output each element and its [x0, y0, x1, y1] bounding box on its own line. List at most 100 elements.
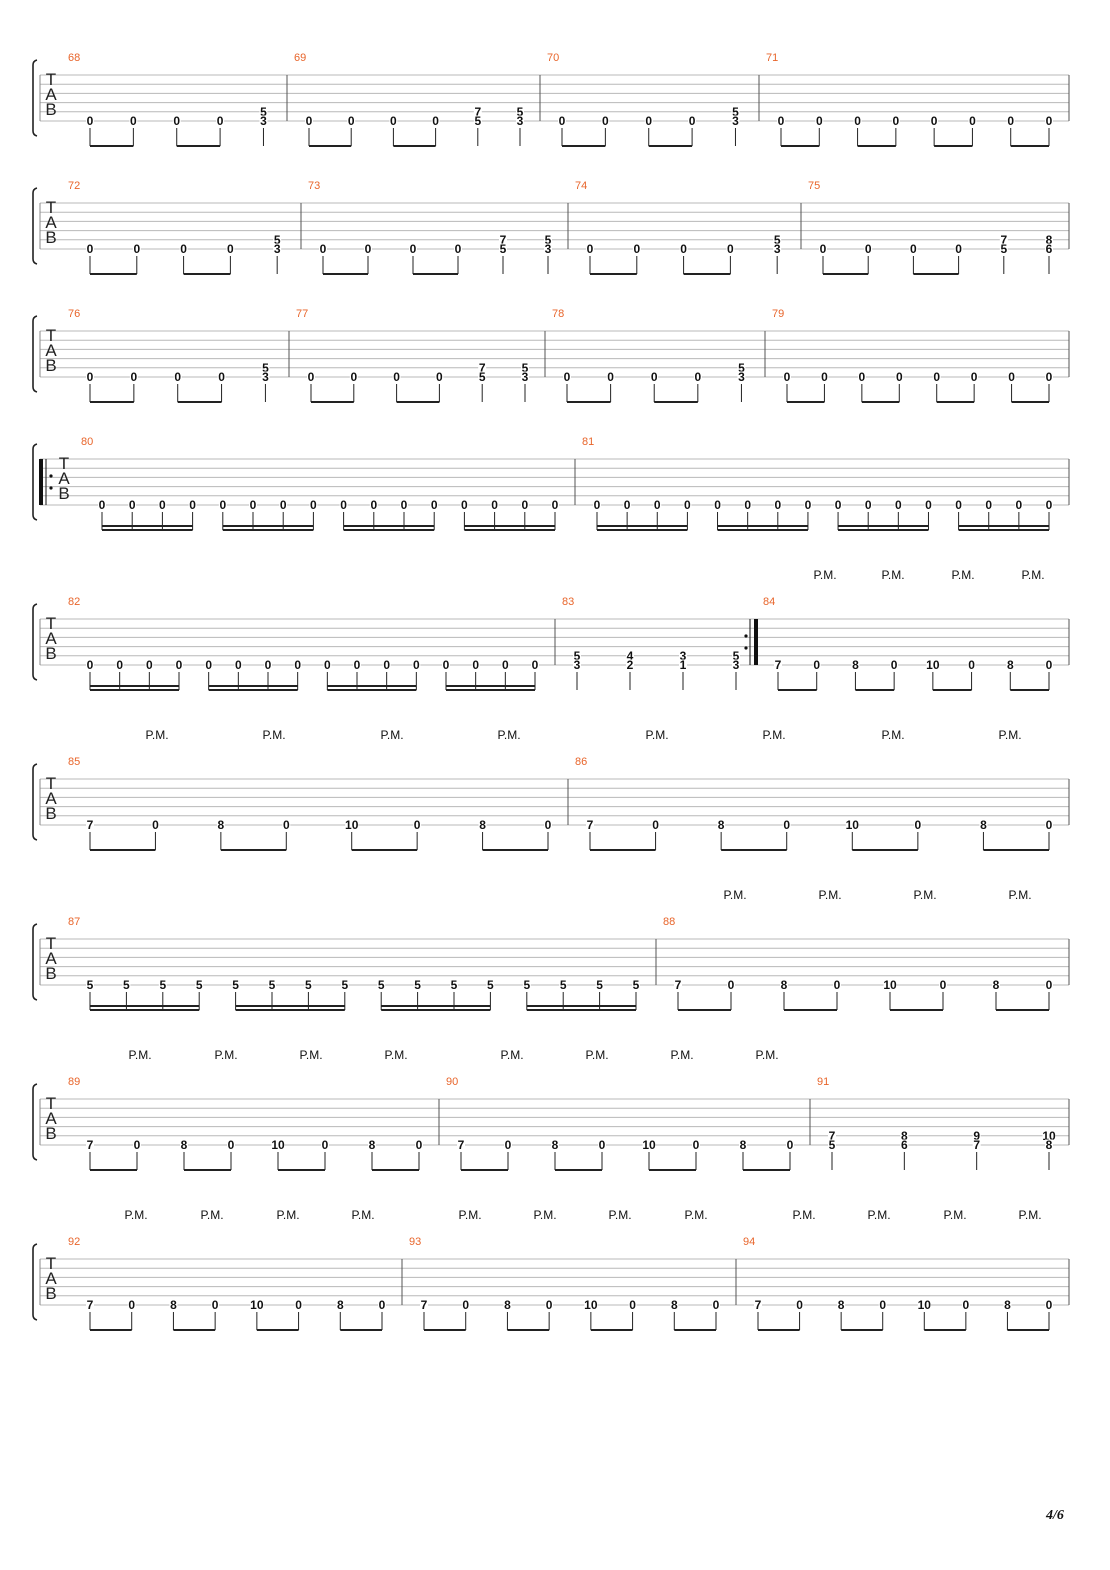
fret-number: 8 — [504, 1298, 511, 1312]
fret-backdrop — [895, 371, 904, 383]
fret-backdrop — [490, 499, 499, 511]
fret-number: 0 — [796, 1298, 803, 1312]
fret-number: 10 — [345, 818, 359, 832]
tab-clef-letter: A — [45, 949, 57, 968]
fret-backdrop — [259, 115, 268, 127]
fret-number: 8 — [838, 1298, 845, 1312]
repeat-dot — [744, 646, 748, 650]
fret-backdrop — [726, 243, 735, 255]
fret-backdrop — [129, 371, 138, 383]
fret-number: 3 — [274, 242, 281, 256]
fret-backdrop — [173, 371, 182, 383]
fret-backdrop — [340, 979, 349, 991]
fret-number: 10 — [271, 1138, 285, 1152]
fret-number: 0 — [379, 1298, 386, 1312]
fret-number: 8 — [170, 1298, 177, 1312]
fret-number: 0 — [383, 658, 390, 672]
tab-clef-letter: A — [45, 629, 57, 648]
fret-backdrop — [688, 115, 697, 127]
fret-backdrop — [211, 1299, 220, 1311]
fret-backdrop — [268, 979, 276, 991]
fret-number: 5 — [633, 978, 640, 992]
fret-number: 8 — [718, 818, 725, 832]
measure-number: 72 — [68, 180, 80, 192]
fret-backdrop — [558, 115, 566, 127]
fret-backdrop — [321, 1139, 329, 1151]
measure-number: 81 — [582, 436, 594, 448]
fret-backdrop — [601, 115, 610, 127]
fret-backdrop — [86, 371, 94, 383]
fret-backdrop — [249, 499, 257, 511]
fret-backdrop — [972, 1130, 981, 1142]
palm-mute-label: P.M. — [943, 1208, 966, 1222]
fret-backdrop — [261, 362, 270, 374]
fret-number: 0 — [87, 242, 94, 256]
fret-number: 0 — [306, 114, 313, 128]
fret-number: 8 — [1046, 233, 1053, 247]
fret-number: 0 — [552, 498, 559, 512]
fret-number: 5 — [341, 978, 348, 992]
fret-number: 0 — [116, 658, 123, 672]
palm-mute-label: P.M. — [1018, 1208, 1041, 1222]
fret-backdrop — [628, 1299, 637, 1311]
repeat-dot — [744, 634, 748, 638]
fret-backdrop — [803, 499, 812, 511]
fret-number: 0 — [354, 658, 361, 672]
fret-backdrop — [86, 659, 94, 671]
fret-number: 5 — [260, 105, 267, 119]
fret-backdrop — [1007, 371, 1016, 383]
fret-backdrop — [471, 659, 480, 671]
palm-mute-label: P.M. — [881, 728, 904, 742]
fret-number: 0 — [774, 498, 781, 512]
fret-backdrop — [158, 979, 167, 991]
fret-backdrop — [431, 115, 440, 127]
fret-number: 7 — [587, 818, 594, 832]
fret-number: 10 — [846, 818, 860, 832]
fret-backdrop — [473, 106, 482, 118]
fret-number: 10 — [250, 1298, 264, 1312]
palm-mute-label: P.M. — [145, 728, 168, 742]
fret-backdrop — [559, 979, 568, 991]
fret-number: 8 — [980, 818, 987, 832]
tab-clef-letter: T — [46, 934, 56, 953]
system-bracket — [32, 187, 38, 265]
system-bracket — [32, 59, 38, 137]
fret-number: 0 — [915, 818, 922, 832]
fret-backdrop — [1006, 659, 1015, 671]
fret-backdrop — [304, 979, 313, 991]
fret-number: 5 — [262, 361, 269, 375]
fret-number: 3 — [522, 370, 529, 384]
fret-number: 0 — [455, 242, 462, 256]
fret-backdrop — [368, 1139, 376, 1151]
fret-number: 0 — [413, 658, 420, 672]
fret-number: 0 — [308, 370, 315, 384]
page-number: 4/6 — [1046, 1508, 1064, 1523]
fret-number: 0 — [728, 978, 735, 992]
fret-number: 0 — [783, 818, 790, 832]
measure-number: 70 — [547, 52, 559, 64]
fret-backdrop — [227, 1139, 235, 1151]
fret-number: 0 — [350, 370, 357, 384]
fret-backdrop — [819, 243, 827, 255]
fret-backdrop — [828, 1130, 836, 1142]
fret-backdrop — [786, 1139, 794, 1151]
fret-backdrop — [1014, 499, 1023, 511]
fret-number: 0 — [969, 114, 976, 128]
palm-mute-label: P.M. — [124, 1208, 147, 1222]
fret-number: 0 — [521, 498, 528, 512]
fret-number: 0 — [265, 658, 272, 672]
fret-backdrop — [970, 371, 979, 383]
fret-number: 0 — [893, 114, 900, 128]
fret-backdrop — [845, 819, 859, 831]
fret-number: 3 — [774, 242, 781, 256]
tab-clef-letter: A — [45, 85, 57, 104]
fret-backdrop — [412, 659, 421, 671]
fret-backdrop — [216, 115, 225, 127]
fret-number: 8 — [181, 1138, 188, 1152]
fret-backdrop — [984, 499, 993, 511]
fret-backdrop — [544, 243, 552, 255]
tab-clef-letter: A — [45, 1269, 57, 1288]
fret-number: 3 — [738, 370, 745, 384]
